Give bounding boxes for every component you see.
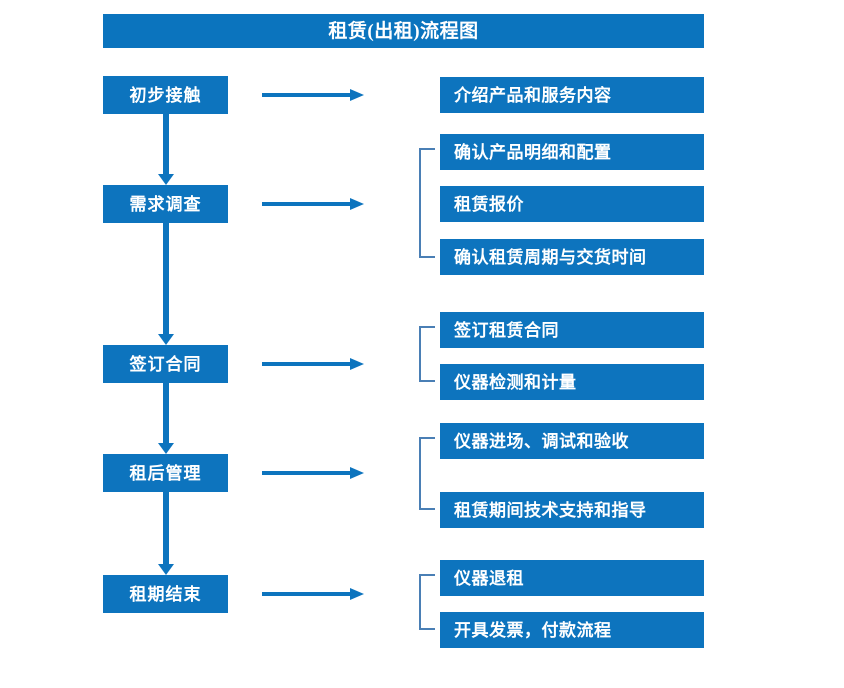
detail-box-label: 介绍产品和服务内容 — [454, 85, 612, 105]
stage-box[interactable]: 需求调查 — [103, 185, 228, 223]
stage-box[interactable]: 签订合同 — [103, 345, 228, 383]
stage-box[interactable]: 初步接触 — [103, 76, 228, 114]
detail-box[interactable]: 租赁期间技术支持和指导 — [440, 492, 704, 528]
stage-box-label: 租后管理 — [129, 463, 202, 483]
arrow-down-icon — [158, 114, 174, 185]
detail-box-label: 仪器退租 — [454, 568, 524, 588]
detail-box[interactable]: 确认租赁周期与交货时间 — [440, 239, 704, 275]
arrow-head — [350, 89, 364, 101]
arrow-shaft — [262, 471, 350, 475]
arrow-right-icon — [262, 196, 366, 212]
arrow-right-icon — [262, 356, 366, 372]
arrow-shaft — [262, 93, 350, 97]
arrow-head — [158, 443, 174, 454]
group-bracket — [419, 148, 435, 258]
detail-box[interactable]: 仪器退租 — [440, 560, 704, 596]
stage-box-label: 租期结束 — [129, 584, 202, 604]
arrow-shaft — [163, 223, 169, 334]
detail-box[interactable]: 租赁报价 — [440, 186, 704, 222]
detail-box-label: 租赁报价 — [454, 194, 524, 214]
arrow-right-icon — [262, 87, 366, 103]
detail-box-label: 仪器检测和计量 — [454, 372, 577, 392]
arrow-head — [350, 588, 364, 600]
stage-box-label: 需求调查 — [129, 194, 202, 214]
stage-box[interactable]: 租期结束 — [103, 575, 228, 613]
arrow-shaft — [163, 114, 169, 174]
arrow-head — [350, 198, 364, 210]
detail-box[interactable]: 确认产品明细和配置 — [440, 134, 704, 170]
group-bracket — [419, 437, 435, 510]
detail-box-label: 确认产品明细和配置 — [454, 142, 612, 162]
arrow-down-icon — [158, 492, 174, 575]
detail-box[interactable]: 开具发票，付款流程 — [440, 612, 704, 648]
page-title: 租赁(出租)流程图 — [103, 14, 704, 48]
detail-box-label: 租赁期间技术支持和指导 — [454, 500, 647, 520]
arrow-shaft — [262, 202, 350, 206]
detail-box-label: 开具发票，付款流程 — [454, 620, 612, 640]
arrow-right-icon — [262, 465, 366, 481]
detail-box-label: 签订租赁合同 — [454, 320, 559, 340]
arrow-head — [158, 174, 174, 185]
group-bracket — [419, 326, 435, 382]
detail-box[interactable]: 仪器检测和计量 — [440, 364, 704, 400]
arrow-shaft — [262, 592, 350, 596]
arrow-head — [350, 467, 364, 479]
detail-box[interactable]: 介绍产品和服务内容 — [440, 77, 704, 113]
arrow-head — [158, 334, 174, 345]
group-bracket — [419, 574, 435, 630]
arrow-shaft — [163, 492, 169, 564]
arrow-right-icon — [262, 586, 366, 602]
detail-box[interactable]: 仪器进场、调试和验收 — [440, 423, 704, 459]
arrow-shaft — [262, 362, 350, 366]
arrow-down-icon — [158, 223, 174, 345]
stage-box-label: 初步接触 — [129, 85, 202, 105]
detail-box-label: 确认租赁周期与交货时间 — [454, 247, 647, 267]
arrow-head — [350, 358, 364, 370]
detail-box-label: 仪器进场、调试和验收 — [454, 431, 629, 451]
arrow-head — [158, 564, 174, 575]
stage-box[interactable]: 租后管理 — [103, 454, 228, 492]
arrow-down-icon — [158, 383, 174, 454]
stage-box-label: 签订合同 — [129, 354, 202, 374]
arrow-shaft — [163, 383, 169, 443]
detail-box[interactable]: 签订租赁合同 — [440, 312, 704, 348]
